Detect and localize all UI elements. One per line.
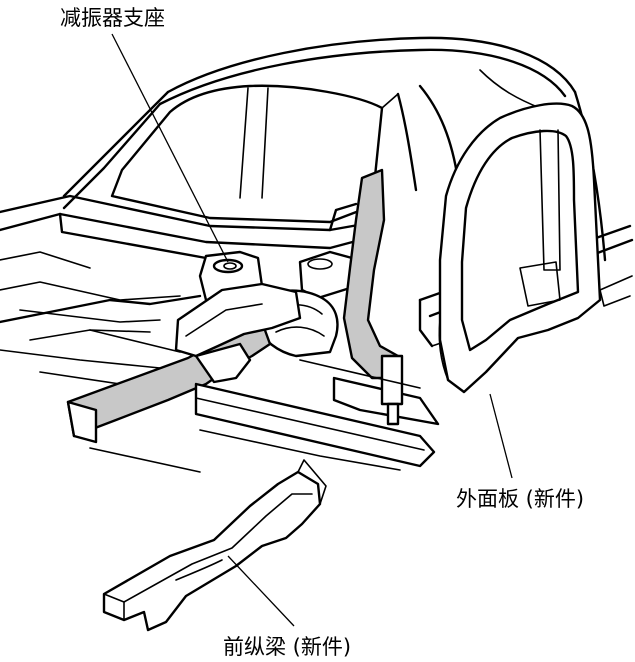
outer-panel-door-frame (438, 102, 602, 394)
front-rail-new-part (102, 459, 327, 632)
outer-panel-installed (342, 168, 400, 380)
label-strut-mount: 减振器支座 (60, 6, 165, 30)
cowl-panel (0, 194, 366, 323)
floor-lines (89, 329, 421, 473)
leader-line-outer-panel (489, 393, 513, 479)
leader-line-strut-mount (111, 33, 229, 263)
inner-apron (174, 282, 302, 384)
leader-line-front-rail (227, 555, 295, 627)
windshield-frame (62, 84, 399, 224)
damper-bracket (380, 354, 404, 426)
front-rail-end-face (66, 400, 98, 444)
label-outer-panel: 外面板 (新件) (456, 487, 584, 511)
label-front-rail: 前纵梁 (新件) (223, 635, 351, 659)
